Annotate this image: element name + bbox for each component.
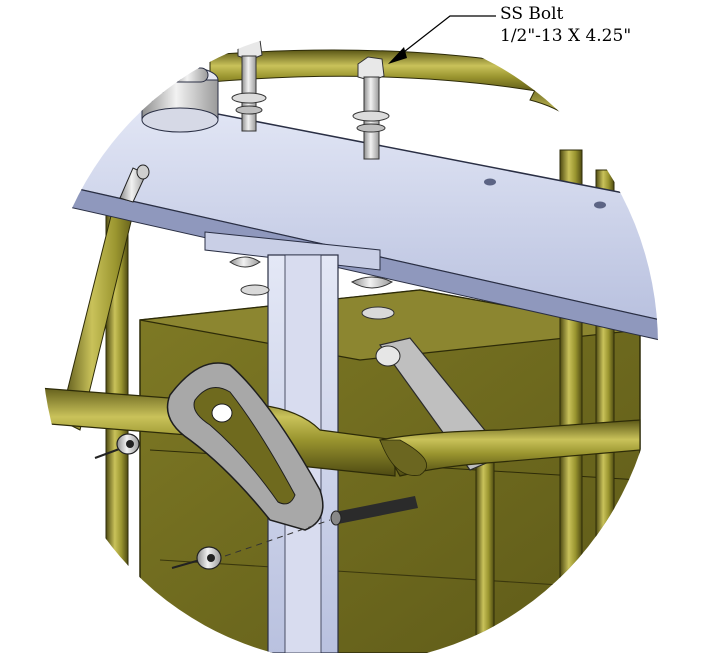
arrowhead-icon	[388, 47, 407, 64]
callout-spec: 1/2"-13 X 4.25"	[500, 26, 632, 46]
callout-title: SS Bolt	[500, 4, 564, 24]
latch-bracket	[166, 362, 324, 531]
callout-leader	[388, 15, 496, 64]
callout-label: SS Bolt 1/2"-13 X 4.25"	[500, 3, 631, 47]
ss-bolt	[352, 56, 390, 160]
cylinder-fitting	[141, 65, 219, 133]
knob-lower	[171, 519, 331, 570]
threaded-rod	[330, 496, 418, 526]
wing-nuts	[229, 256, 395, 320]
knob-upper	[94, 433, 140, 459]
detent-pin	[119, 164, 150, 203]
